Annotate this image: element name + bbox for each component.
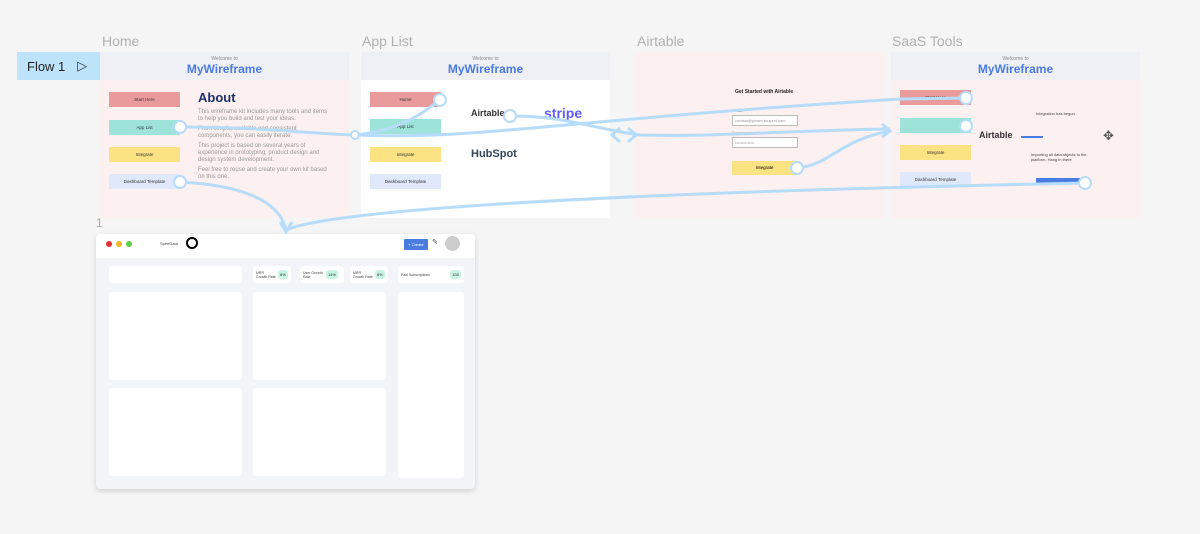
connector-knob [350,130,360,140]
logo-ring-icon [186,237,198,249]
arrow-head [278,221,294,235]
progress-bar [1036,178,1081,184]
brand-title: MyWireframe [977,62,1054,76]
dashboard-template-button[interactable]: Dashboard Template [370,174,441,189]
frame-label-home[interactable]: Home [102,33,140,49]
airtable-heading: Get Started with Airtable [735,89,794,95]
close-dot[interactable] [106,241,112,247]
integrate-button[interactable]: Integrate [732,161,797,175]
about-paragraph: Feel free to reuse and create your own k… [198,167,327,180]
widget-card [253,292,386,380]
airtable-logo: Airtable [979,130,1013,140]
brand-title: MyWireframe [186,62,263,76]
app-name: SpeeData [160,241,178,246]
app-list-button[interactable]: App List [370,119,441,134]
about-paragraph: This wireframe kit includes many tools a… [198,109,328,122]
search-card[interactable] [109,266,242,283]
create-button[interactable]: + Create [404,239,428,250]
dashboard-template-button[interactable]: Dashboard Template [900,172,971,187]
frame-airtable[interactable]: Get Started with Airtable Email contact@… [635,52,884,218]
frame-label-saas-tools[interactable]: SaaS Tools [892,33,963,49]
app-list-button[interactable]: App List [109,120,180,135]
about-title: About [198,90,236,105]
pencil-icon[interactable]: ✎ [432,239,438,246]
about-paragraph: From simple, scalable and consistent com… [198,126,297,139]
frame-label-airtable[interactable]: Airtable [637,33,685,49]
arrow-head [609,126,639,144]
widget-card [253,388,386,476]
password-label: Password [732,130,750,135]
email-field[interactable]: contact@pixam.buzpuri.com [732,115,798,126]
about-paragraph: This project is based on several years o… [198,143,320,163]
integrate-button[interactable]: Integrate [109,147,180,162]
import-note: Importing all data objects to the platfo… [1031,152,1087,162]
integrate-button[interactable]: Integrate [370,147,441,162]
side-panel-card [398,292,464,478]
maximize-dot[interactable] [126,241,132,247]
widget-card [109,292,242,380]
frame-label-dashboard[interactable]: 1 [96,216,103,230]
email-label: Email [732,108,743,113]
move-icon: ✥ [1103,128,1114,143]
flow-1-badge[interactable]: Flow 1 ▷ [17,52,101,80]
status-text: Integration has begun [1036,111,1075,116]
widget-card [109,388,242,476]
welcome-text: Welcome to [472,56,499,62]
app-list-button[interactable]: App List [900,118,971,133]
dashboard-template-button[interactable]: Dashboard Template [109,174,180,189]
progress-line [1021,136,1043,138]
start-here-button[interactable]: Start Here [109,92,180,107]
avatar[interactable] [445,236,460,251]
password-field[interactable]: •••••••••••••• [732,137,798,148]
welcome-text: Welcome to [211,56,238,62]
minimize-dot[interactable] [116,241,122,247]
play-icon[interactable]: ▷ [77,58,88,73]
flow-label: Flow 1 [27,58,66,74]
home-button[interactable]: Home [370,92,441,107]
hubspot-logo[interactable]: HubSpot [471,148,517,160]
airtable-logo[interactable]: Airtable [471,108,505,118]
stripe-logo[interactable]: stripe [544,105,583,121]
frame-label-app-list[interactable]: App List [362,33,413,49]
integrate-button[interactable]: Integrate [900,145,971,160]
brand-title: MyWireframe [447,62,524,76]
start-here-button[interactable]: Start Here [900,90,971,105]
welcome-text: Welcome to [1002,56,1029,62]
